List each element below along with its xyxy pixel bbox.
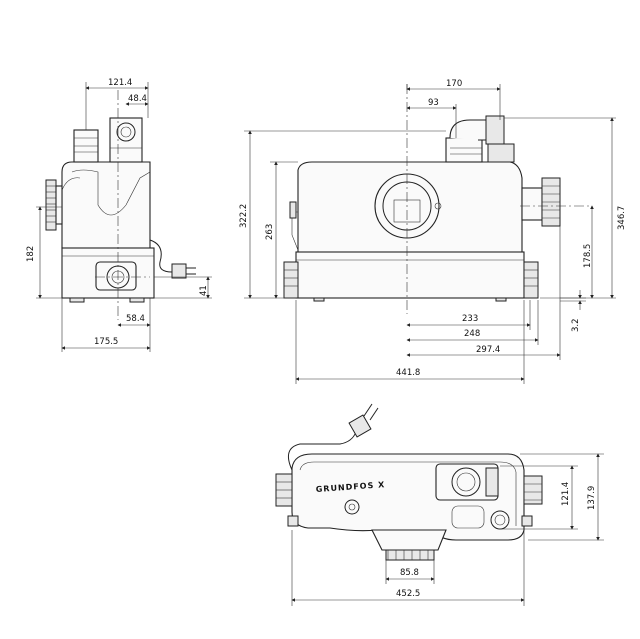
- dim-side-base-width: 175.5: [94, 337, 118, 347]
- dim-front-total-height: 322.2: [239, 204, 249, 228]
- dim-plan-total-width: 452.5: [396, 589, 420, 599]
- dim-front-body-height: 263: [265, 224, 275, 240]
- dim-front-297: 297.4: [476, 345, 500, 355]
- dim-front-top-offset: 93: [428, 98, 439, 108]
- dim-plan-outlet-width: 85.8: [400, 568, 419, 578]
- side-view: 121.4 48.4 182 41 58.4 175.5: [26, 78, 212, 352]
- dim-side-height: 182: [26, 246, 36, 262]
- plan-view: GRUNDFOS X 121.4 137.9 85.8 452.5: [275, 403, 604, 606]
- dim-side-top-width: 121.4: [108, 78, 132, 88]
- front-view: 170 93 322.2 263 346.7 178.5 3.2 233 248…: [239, 79, 627, 384]
- dim-plan-height-a: 121.4: [561, 482, 571, 506]
- dim-plan-height-b: 137.9: [587, 486, 597, 510]
- dim-front-248: 248: [464, 329, 480, 339]
- dim-front-inlet-height: 178.5: [583, 244, 593, 268]
- dim-front-right-height: 346.7: [617, 206, 627, 230]
- dim-front-foot-height: 3.2: [571, 318, 581, 332]
- dim-side-outlet-height: 41: [199, 285, 209, 296]
- dim-front-233: 233: [462, 314, 478, 324]
- dim-side-outlet-offset: 58.4: [126, 314, 145, 324]
- dim-side-pipe-offset: 48.4: [128, 94, 147, 104]
- dim-front-top-width: 170: [446, 79, 462, 89]
- dim-front-total-width: 441.8: [396, 368, 420, 378]
